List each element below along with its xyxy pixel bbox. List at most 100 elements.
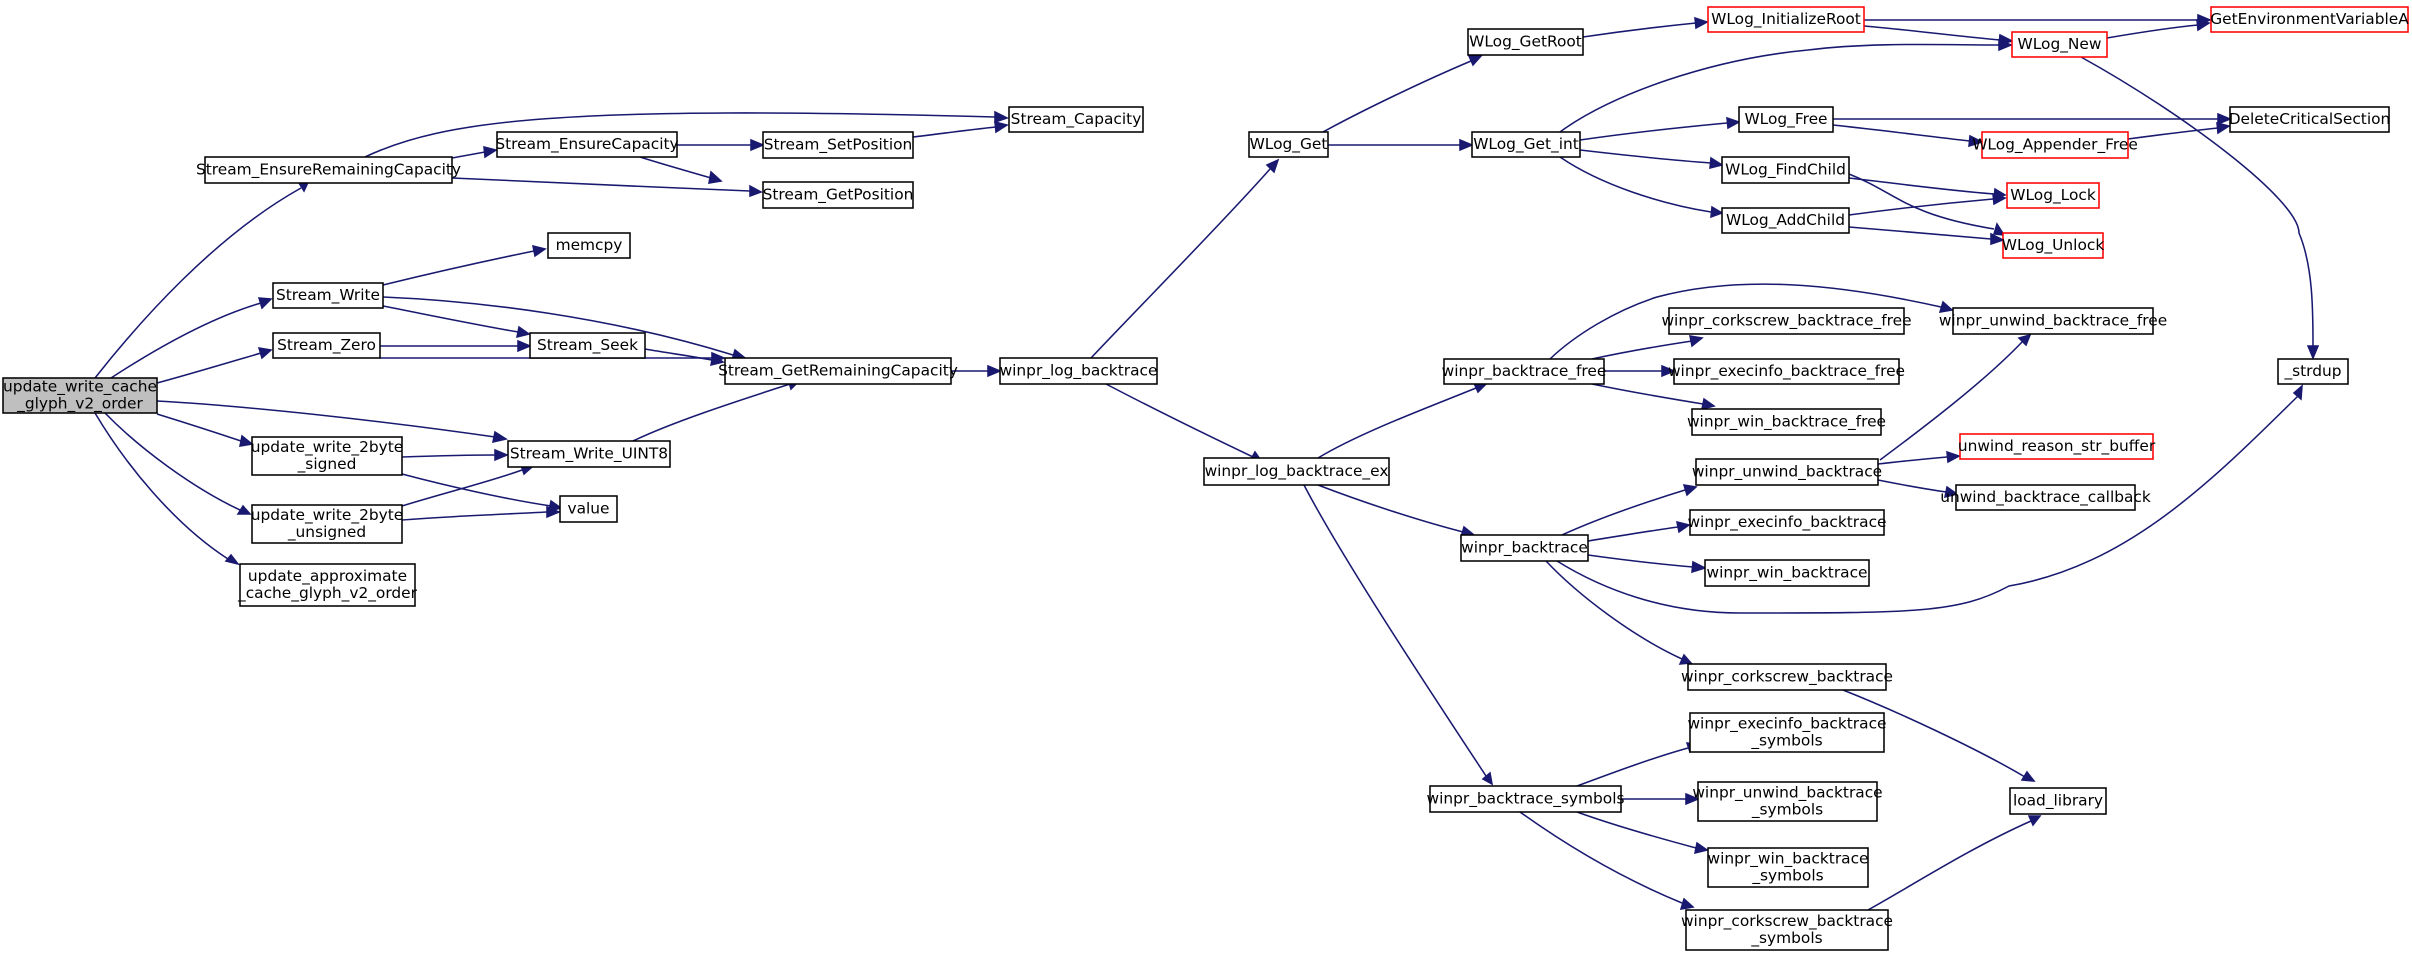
node-stream-zero[interactable]: Stream_Zero bbox=[272, 332, 381, 359]
node-winpr-win-backtrace-symbols[interactable]: winpr_win_backtrace_symbols bbox=[1707, 847, 1869, 888]
node-deletecriticalsection[interactable]: DeleteCriticalSection bbox=[2229, 106, 2391, 133]
node-label: unwind_reason_str_buffer bbox=[1958, 437, 2156, 456]
edge-arrowhead bbox=[1694, 841, 1709, 855]
edge-n20-to-n24 bbox=[1559, 156, 1724, 219]
node-label: WLog_Unlock bbox=[2002, 236, 2105, 255]
node-stream-getposition[interactable]: Stream_GetPosition bbox=[762, 181, 914, 209]
edge-n3-to-n5 bbox=[677, 138, 766, 152]
edge-arrowhead bbox=[1992, 222, 2006, 236]
node-wlog-new[interactable]: WLog_New bbox=[2011, 31, 2108, 58]
edge-arrowhead bbox=[711, 351, 727, 365]
node-stream-seek[interactable]: Stream_Seek bbox=[529, 332, 646, 359]
edge-arrowhead bbox=[1682, 484, 1698, 497]
node-value[interactable]: value bbox=[559, 495, 618, 523]
node-wlog-get[interactable]: WLog_Get bbox=[1248, 131, 1329, 158]
edge-n18-to-n33 bbox=[1317, 382, 1488, 459]
node-winpr-unwind-backtrace-symbols[interactable]: winpr_unwind_backtrace_symbols bbox=[1692, 781, 1883, 822]
node-label: _cache_glyph_v2_order bbox=[237, 584, 418, 603]
node-wlog-unlock[interactable]: WLog_Unlock bbox=[2002, 232, 2105, 259]
node-wlog-get-int[interactable]: WLog_Get_int bbox=[1471, 131, 1581, 158]
node-update-approximate-cache-glyph-v2-order[interactable]: update_approximate_cache_glyph_v2_order bbox=[237, 563, 418, 607]
node-load-library[interactable]: load_library bbox=[2009, 787, 2107, 815]
edge-line bbox=[1105, 383, 1254, 458]
node-update-write-2byte-unsigned[interactable]: update_write_2byte_unsigned bbox=[251, 504, 404, 544]
node-stream-capacity[interactable]: Stream_Capacity bbox=[1008, 106, 1144, 133]
node-update-write-cache-glyph-v2-order[interactable]: update_write_cache_glyph_v2_order bbox=[2, 377, 158, 414]
edge-arrowhead bbox=[2017, 333, 2032, 347]
node-unwind-reason-str-buffer[interactable]: unwind_reason_str_buffer bbox=[1958, 433, 2156, 460]
node-wlog-appender-free[interactable]: WLog_Appender_Free bbox=[1972, 131, 2138, 159]
node-stream-write[interactable]: Stream_Write bbox=[272, 282, 384, 309]
edge-line bbox=[382, 250, 535, 286]
node-label: _signed bbox=[297, 455, 357, 474]
node-label: Stream_Zero bbox=[277, 336, 376, 355]
edge-n34-to-n49 bbox=[1576, 811, 1709, 855]
edge-n17-to-n19 bbox=[1322, 55, 1483, 133]
node-winpr-win-backtrace-free[interactable]: winpr_win_backtrace_free bbox=[1687, 408, 1886, 436]
node-update-write-2byte-signed[interactable]: update_write_2byte_signed bbox=[251, 436, 404, 476]
node-winpr-backtrace-symbols[interactable]: winpr_backtrace_symbols bbox=[1426, 785, 1625, 813]
node-winpr-backtrace[interactable]: winpr_backtrace bbox=[1460, 534, 1589, 562]
node-wlog-findchild[interactable]: WLog_FindChild bbox=[1721, 156, 1850, 184]
node-winpr-backtrace-free[interactable]: winpr_backtrace_free bbox=[1442, 358, 1607, 385]
edge-arrowhead bbox=[483, 145, 498, 159]
node-box bbox=[559, 495, 618, 523]
edge-arrowhead bbox=[1678, 653, 1693, 665]
edge-line bbox=[156, 352, 262, 384]
node-winpr-execinfo-backtrace[interactable]: winpr_execinfo_backtrace bbox=[1687, 509, 1887, 536]
node-box bbox=[1952, 307, 2154, 335]
edge-arrowhead bbox=[1694, 16, 1709, 30]
node-winpr-unwind-backtrace[interactable]: winpr_unwind_backtrace bbox=[1692, 458, 1882, 486]
node-stream-ensureremainingcapacity[interactable]: Stream_EnsureRemainingCapacity bbox=[196, 156, 461, 184]
node-wlog-initializeroot[interactable]: WLog_InitializeRoot bbox=[1707, 6, 1865, 33]
edge-n33-to-n43 bbox=[1591, 335, 1704, 360]
node-winpr-win-backtrace[interactable]: winpr_win_backtrace bbox=[1704, 559, 1870, 587]
node-stream-setposition[interactable]: Stream_SetPosition bbox=[762, 131, 914, 159]
node-box bbox=[1721, 207, 1850, 234]
edge-line bbox=[401, 454, 496, 458]
edge-n32-to-n38 bbox=[1587, 554, 1708, 574]
edge-line bbox=[1591, 340, 1693, 360]
edge-n46-to-n39 bbox=[1867, 815, 2042, 911]
node-box bbox=[1467, 28, 1584, 56]
node-box bbox=[762, 181, 914, 209]
node-box bbox=[1981, 131, 2129, 159]
edge-arrowhead bbox=[2216, 121, 2231, 135]
node-wlog-getroot[interactable]: WLog_GetRoot bbox=[1467, 28, 1584, 56]
node-label: winpr_log_backtrace_ex bbox=[1205, 462, 1389, 481]
node-box bbox=[507, 440, 671, 468]
node-winpr-log-backtrace-ex[interactable]: winpr_log_backtrace_ex bbox=[1203, 457, 1390, 486]
node-unwind-backtrace-callback[interactable]: unwind_backtrace_callback bbox=[1940, 484, 2151, 511]
edge-line bbox=[1877, 456, 1948, 465]
node-winpr-log-backtrace[interactable]: winpr_log_backtrace bbox=[999, 357, 1158, 385]
node-strdup[interactable]: _strdup bbox=[2277, 358, 2349, 385]
node-label: winpr_backtrace bbox=[1461, 539, 1588, 558]
edge-line bbox=[1582, 22, 1697, 38]
edge-line bbox=[382, 296, 734, 356]
node-label: WLog_GetRoot bbox=[1469, 33, 1582, 52]
node-winpr-corkscrew-backtrace[interactable]: winpr_corkscrew_backtrace bbox=[1681, 663, 1893, 691]
node-getenvironmentvariablea[interactable]: GetEnvironmentVariableA bbox=[2210, 6, 2409, 33]
edge-line bbox=[1322, 60, 1472, 133]
node-winpr-corkscrew-backtrace-symbols[interactable]: winpr_corkscrew_backtrace_symbols bbox=[1681, 909, 1893, 951]
edge-n33-to-n42 bbox=[1549, 283, 1954, 360]
edge-n32-to-n35 bbox=[1545, 560, 1693, 665]
node-winpr-execinfo-backtrace-symbols[interactable]: winpr_execinfo_backtrace_symbols bbox=[1687, 712, 1887, 753]
edge-line bbox=[1848, 173, 1995, 230]
node-wlog-free[interactable]: WLog_Free bbox=[1738, 106, 1834, 133]
node-stream-write-uint8[interactable]: Stream_Write_UINT8 bbox=[507, 440, 671, 468]
node-box bbox=[547, 232, 631, 259]
node-label: Stream_Write bbox=[276, 286, 380, 305]
node-memcpy[interactable]: memcpy bbox=[547, 232, 631, 259]
node-winpr-unwind-backtrace-free[interactable]: winpr_unwind_backtrace_free bbox=[1939, 307, 2167, 335]
node-winpr-corkscrew-backtrace-free[interactable]: winpr_corkscrew_backtrace_free bbox=[1661, 307, 1912, 335]
node-box bbox=[1955, 484, 2136, 511]
node-wlog-lock[interactable]: WLog_Lock bbox=[2006, 182, 2100, 209]
node-stream-getremainingcapacity[interactable]: Stream_GetRemainingCapacity bbox=[718, 357, 958, 385]
edge-n18-to-n34 bbox=[1303, 484, 1494, 786]
node-stream-ensurecapacity[interactable]: Stream_EnsureCapacity bbox=[495, 131, 679, 158]
node-wlog-addchild[interactable]: WLog_AddChild bbox=[1721, 207, 1850, 234]
node-winpr-execinfo-backtrace-free[interactable]: winpr_execinfo_backtrace_free bbox=[1668, 358, 1905, 385]
edge-arrowhead bbox=[1661, 364, 1677, 378]
node-label: _symbols bbox=[1750, 732, 1822, 751]
